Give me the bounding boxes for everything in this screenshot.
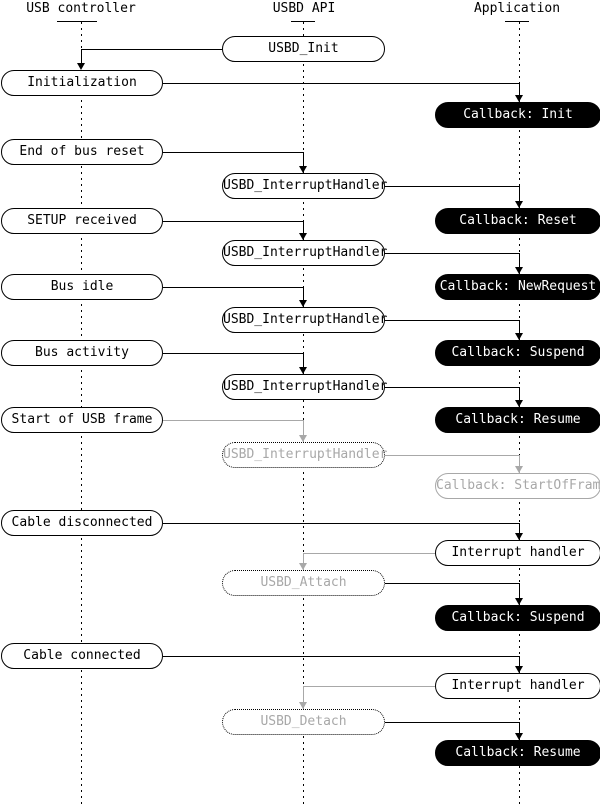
connector-line <box>385 253 519 254</box>
box-usbd-attach-inactive: USBD_Attach <box>222 570 385 596</box>
connector-line-inactive <box>303 686 304 709</box>
arrowhead-down-icon <box>515 201 523 208</box>
connector-line <box>303 221 304 240</box>
arrowhead-down-icon <box>515 733 523 740</box>
box-callback-suspend: Callback: Suspend <box>435 605 600 631</box>
arrowhead-down-icon <box>515 267 523 274</box>
box-callback-resume: Callback: Resume <box>435 407 600 433</box>
column-tick <box>505 21 529 22</box>
box-bus-idle: Bus idle <box>1 274 163 300</box>
connector-line <box>519 523 520 540</box>
column-tick <box>57 21 97 22</box>
arrowhead-down-icon <box>515 400 523 407</box>
column-tick <box>291 21 315 22</box>
connector-line-inactive <box>163 420 303 421</box>
connector-line <box>519 83 520 102</box>
box-callback-reset: Callback: Reset <box>435 208 600 234</box>
arrowhead-down-icon <box>299 702 307 709</box>
connector-line <box>303 152 304 173</box>
box-bus-activity: Bus activity <box>1 340 163 366</box>
box-end-of-bus-reset: End of bus reset <box>1 139 163 165</box>
connector-line <box>519 722 520 740</box>
connector-line <box>385 186 519 187</box>
box-cable-connected: Cable connected <box>1 643 163 669</box>
connector-line <box>519 656 520 673</box>
box-cable-disconnected: Cable disconnected <box>1 510 163 536</box>
box-usbd-detach-inactive: USBD_Detach <box>222 709 385 735</box>
column-header-application: Application <box>473 1 561 16</box>
connector-line <box>385 387 519 388</box>
column-header-usbd-api: USBD API <box>272 1 336 16</box>
connector-line-inactive <box>303 686 435 687</box>
column-header-usb-controller: USB controller <box>26 1 136 16</box>
box-usbd-interrupthandler: USBD_InterruptHandler <box>222 240 387 266</box>
connector-line <box>385 583 519 584</box>
connector-line <box>163 287 303 288</box>
arrowhead-down-icon <box>515 333 523 340</box>
box-start-of-usb-frame: Start of USB frame <box>1 407 163 433</box>
box-initialization: Initialization <box>1 70 163 96</box>
arrowhead-down-icon <box>299 367 307 374</box>
connector-line <box>303 287 304 307</box>
connector-line <box>519 253 520 274</box>
connector-line-inactive <box>303 553 304 570</box>
connector-line <box>81 49 82 66</box>
lifeline-usbd-api <box>303 22 304 804</box>
arrowhead-down-icon <box>77 63 85 70</box>
box-callback-suspend: Callback: Suspend <box>435 340 600 366</box>
box-callback-resume: Callback: Resume <box>435 740 600 766</box>
box-usbd-interrupthandler: USBD_InterruptHandler <box>222 173 387 199</box>
connector-line <box>303 353 304 374</box>
box-setup-received: SETUP received <box>1 208 163 234</box>
connector-line <box>81 49 222 50</box>
arrowhead-down-icon <box>299 300 307 307</box>
box-usbd-interrupthandler: USBD_InterruptHandler <box>222 307 387 333</box>
connector-line <box>519 583 520 605</box>
connector-line-inactive <box>303 553 435 554</box>
box-callback-startofframe: Callback: StartOfFrame <box>435 473 600 499</box>
connector-line <box>519 387 520 407</box>
box-usbd-interrupthandler-inactive: USBD_InterruptHandler <box>222 442 387 468</box>
arrowhead-down-icon <box>299 233 307 240</box>
connector-line <box>163 221 303 222</box>
connector-line-inactive <box>303 420 304 442</box>
connector-line <box>519 186 520 208</box>
box-usbd-init: USBD_Init <box>222 36 385 62</box>
box-interrupt-handler: Interrupt handler <box>435 673 600 699</box>
arrowhead-down-icon <box>299 166 307 173</box>
box-callback-init: Callback: Init <box>435 102 600 128</box>
connector-line <box>385 320 519 321</box>
connector-line <box>385 722 519 723</box>
box-interrupt-handler: Interrupt handler <box>435 540 600 566</box>
arrowhead-down-icon <box>515 95 523 102</box>
arrowhead-down-icon <box>299 563 307 570</box>
connector-line <box>519 320 520 340</box>
connector-line <box>163 353 303 354</box>
connector-line <box>163 523 519 524</box>
box-usbd-interrupthandler: USBD_InterruptHandler <box>222 374 387 400</box>
arrowhead-down-icon <box>515 533 523 540</box>
arrowhead-down-icon <box>515 598 523 605</box>
arrowhead-down-icon <box>299 435 307 442</box>
connector-line <box>163 152 303 153</box>
connector-line-inactive <box>385 455 519 456</box>
connector-line <box>163 83 519 84</box>
box-callback-newrequest: Callback: NewRequest <box>435 274 600 300</box>
arrowhead-down-icon <box>515 466 523 473</box>
connector-line-inactive <box>519 455 520 473</box>
connector-line <box>163 656 519 657</box>
arrowhead-down-icon <box>515 666 523 673</box>
